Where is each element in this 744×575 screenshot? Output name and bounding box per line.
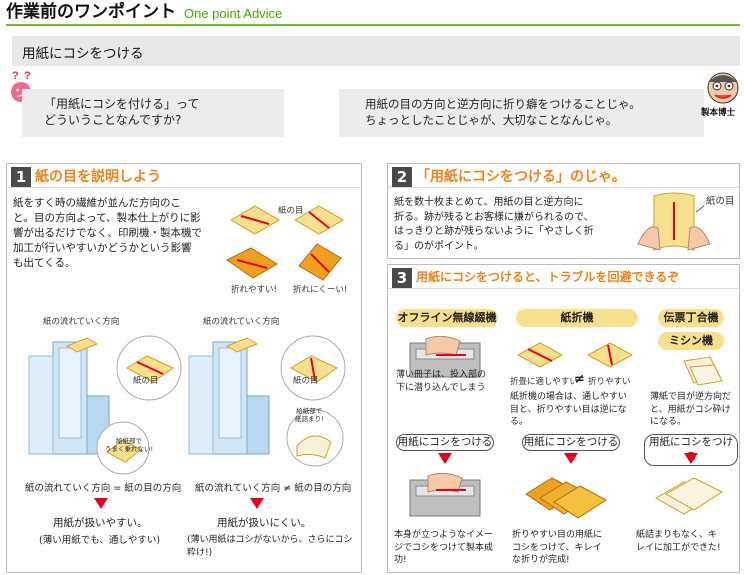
text-line: 紙折機の場合は、通しやすい: [510, 392, 627, 402]
fold-easy-caption: 折れやすい!: [231, 285, 277, 295]
flow-direction-label: 紙の流れていく方向: [43, 317, 120, 327]
printing-machine-left: [28, 335, 182, 475]
hands-bending-paper-illustration: [637, 192, 711, 251]
panel-title: 用紙にコシをつけると、トラブルを回避できるぞ: [416, 270, 680, 284]
tag-folder: 紙折機: [516, 309, 638, 327]
binder-text: 薄い冊子は、投入部の 下に潜り込んでしまう: [396, 369, 506, 394]
text-line: な折りが完成!: [512, 555, 570, 565]
panel1-text: 紙をすく時の繊維が並んだ方向のこ と。目の方向よって、製本仕上がりに影 響が出る…: [13, 196, 219, 271]
text-line: コシをつけて、キレイ: [512, 542, 602, 553]
grain-fold-illustration: [226, 205, 344, 281]
fold-hard-caption: 折れにくーい!: [293, 285, 348, 295]
text-line: 下に潜り込んでしまう: [396, 382, 486, 393]
text-line: 加工が行いやすいかどうかという影響: [13, 242, 192, 254]
text-line: 紙を数十枚まとめて、用紙の目と逆方向に: [394, 197, 584, 208]
text-line: 響が出るだけでなく、印刷機・製本機で: [13, 227, 202, 239]
result-right: 用紙が扱いにくい。: [217, 517, 312, 529]
text-line: レイに加工ができた!: [636, 542, 721, 553]
svg-text:?: ?: [12, 70, 19, 82]
down-arrow-icon: [94, 498, 108, 509]
question-line-1: 「用紙にコシを付ける」って: [44, 97, 200, 111]
header-title: 作業前のワンポイント: [6, 2, 176, 22]
question-line-2: どういうことなんですか?: [44, 113, 182, 127]
answer-box: 用紙の目の方向と逆方向に折り癖をつけることじゃ。 ちょっとしたことじゃが、大切な…: [339, 89, 704, 137]
text-line: る」のがポイント。: [394, 240, 484, 252]
panel-number: 3: [392, 267, 412, 288]
grain-label: 紙の目: [293, 376, 319, 386]
svg-text:?: ?: [24, 70, 31, 82]
text-line: 功!: [394, 555, 407, 565]
result-left-note: (薄い用紙でも、通しやすい): [39, 535, 161, 546]
text-line: と、用紙がコシ砕け: [650, 404, 731, 415]
doctor-face-icon: [707, 72, 739, 104]
binder-result: 本身が立つようなイメー ジでコシをつけて製本成 功!: [394, 529, 506, 567]
text-line: 折る。跡が残るとお客様に嫌がられるので、: [394, 211, 594, 223]
down-arrow-icon: [684, 453, 698, 464]
feed-note: 給紙部で うまく乗れない!: [105, 437, 154, 453]
folded-sheets-illustration: [525, 477, 607, 519]
text-line: と。目の方向よって、製本仕上がりに影: [13, 212, 201, 224]
result-left: 用紙が扱いやすい。: [53, 517, 148, 529]
relation-left: 紙の流れていく方向 = 紙の目の方向: [25, 483, 182, 494]
printing-machine-right: [188, 335, 346, 467]
text-line: 薄紙で目が逆方向だ: [650, 392, 732, 402]
collator-text: 薄紙で目が逆方向だ と、用紙がコシ砕け になる。: [650, 391, 738, 429]
text-line: 紙詰まりもなく、キ: [636, 530, 718, 540]
text-line: る。: [510, 417, 529, 427]
header-subtitle: One point Advice: [184, 6, 283, 21]
flow-direction-label: 紙の流れていく方向: [203, 317, 280, 327]
collated-slips-illustration: [683, 356, 723, 386]
fold-suitable-caption: 折畳に適しやすい: [510, 377, 578, 387]
panel-number: 2: [392, 166, 412, 187]
panel-avoid-trouble: 3 用紙にコシをつけると、トラブルを回避できるぞ オフライン無線綴機 紙折機 伝…: [387, 264, 740, 573]
collator-result: 紙詰まりもなく、キ レイに加工ができた!: [636, 529, 740, 554]
text-line: はっきりと跡が残らないように「やさしく折: [394, 226, 594, 237]
fold-easy-caption: 折りやすい: [588, 377, 631, 387]
grain-label: 紙の目: [706, 196, 735, 207]
text-line: も出てくる。: [13, 257, 76, 269]
panel2-text: 紙を数十枚まとめて、用紙の目と逆方向に 折る。跡が残るとお客様に嫌がられるので、…: [394, 196, 634, 254]
result-right-note: (薄い用紙はコシがないから、さらにコシ粋け!): [187, 535, 353, 558]
down-arrow-icon: [438, 453, 452, 464]
panel-add-stiffness: 2 「用紙にコシをつける」のじゃ。 紙を数十枚まとめて、用紙の目と逆方向に 折る…: [387, 163, 740, 259]
text-line: 折りやすい目の用紙に: [512, 530, 603, 540]
down-arrow-icon: [564, 453, 578, 464]
text-line: 薄い冊子は、投入部の: [396, 370, 487, 380]
tag-offline-binder: オフライン無線綴機: [396, 309, 498, 327]
collated-success-illustration: [654, 477, 724, 515]
folder-result: 折りやすい目の用紙に コシをつけて、キレイ な折りが完成!: [512, 529, 642, 567]
binder-illustration: [409, 335, 481, 378]
not-equal-sign: ≠: [574, 372, 585, 387]
text-line: 目と、折りやすい目は逆にな: [510, 404, 627, 415]
text-line: になる。: [650, 417, 687, 427]
text-line: 紙をすく時の繊維が並んだ方向のこ: [13, 197, 181, 209]
folder-text: 紙折機の場合は、通しやすい 目と、折りやすい目は逆にな る。: [510, 391, 648, 429]
panel-title: 紙の目を説明しよう: [35, 168, 161, 185]
doctor-label: 製本博士: [701, 108, 736, 118]
grain-label: 紙の目: [133, 376, 159, 386]
stiffness-pill: 用紙にコシをつける: [522, 434, 620, 451]
stiffness-pill: 用紙にコシをつける: [396, 434, 494, 451]
topic-bar: 用紙にコシをつける: [12, 36, 740, 66]
binder-success-illustration: [409, 472, 481, 517]
answer-line-1: 用紙の目の方向と逆方向に折り癖をつけることじゃ。: [365, 97, 641, 111]
tag-perforator: ミシン機: [658, 332, 724, 350]
relation-right: 紙の流れていく方向 ≠ 紙の目の方向: [195, 483, 352, 494]
jam-note: 給紙部で 紙詰まり!: [295, 407, 324, 423]
fold-grain-illustration: [516, 342, 634, 368]
text-line: ジでコシをつけて製本成: [394, 542, 494, 553]
page-header: 作業前のワンポイント One point Advice: [6, 2, 740, 26]
question-box: 「用紙にコシを付ける」って どういうことなんですか?: [22, 89, 284, 137]
answer-line-2: ちょっとしたことじゃが、大切なことなんじゃ。: [365, 113, 618, 127]
panel-grain-explain: 1 紙の目を説明しよう 紙をすく時の繊維が並んだ方向のこ と。目の方向よって、製…: [6, 163, 362, 573]
text-line: 本身が立つようなイメー: [394, 530, 494, 540]
down-arrow-icon: [250, 498, 264, 509]
panel-title: 「用紙にコシをつける」のじゃ。: [416, 168, 626, 185]
tag-collator: 伝票丁合機: [658, 309, 724, 327]
panel-number: 1: [11, 166, 31, 187]
grain-label: 紙の目: [278, 206, 304, 216]
